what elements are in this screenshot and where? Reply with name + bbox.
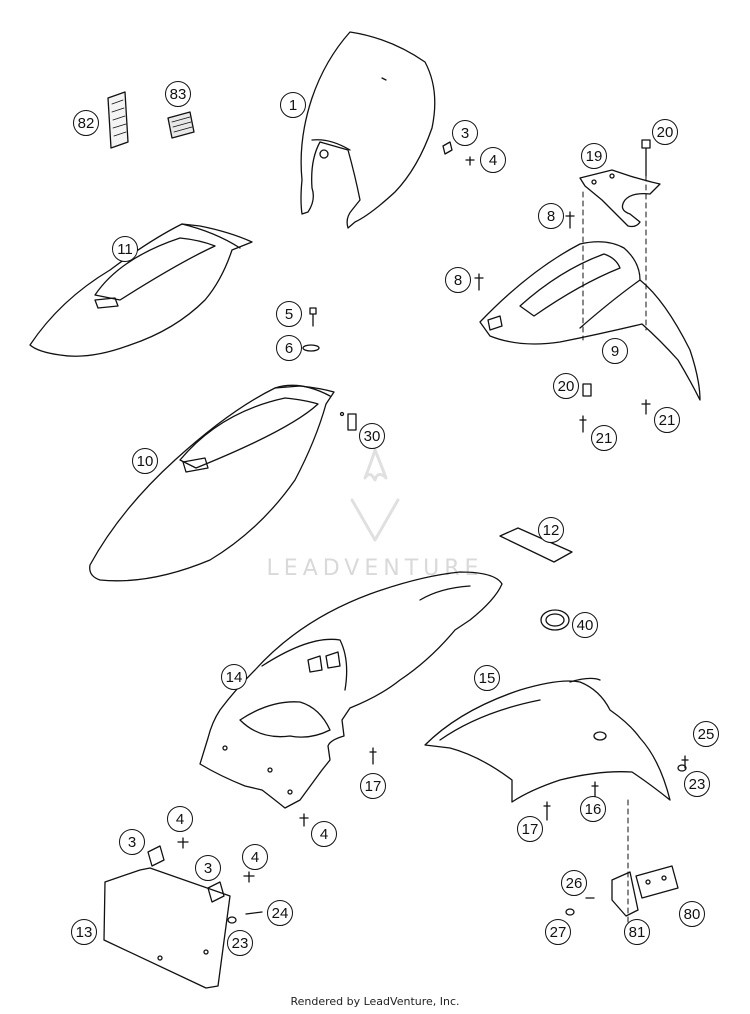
part-23-nut-a [677, 764, 687, 772]
part-80-reflector [635, 865, 679, 899]
callout-20: 20 [652, 119, 678, 145]
callout-6: 6 [276, 335, 302, 361]
part-8-screw-b [474, 273, 484, 291]
callout-1: 1 [280, 92, 306, 118]
callout-81: 81 [624, 919, 650, 945]
callout-10: 10 [132, 448, 158, 474]
callout-23: 23 [227, 930, 253, 956]
callout-21: 21 [591, 425, 617, 451]
callout-19: 19 [581, 143, 607, 169]
callout-25: 25 [693, 721, 719, 747]
part-1-headlight-mask [300, 31, 436, 229]
part-4-screw-d [243, 871, 255, 883]
callout-5: 5 [276, 301, 302, 327]
part-4-screw-b [299, 813, 309, 827]
callout-83: 83 [165, 81, 191, 107]
part-8-screw-a [565, 211, 575, 229]
part-81-bracket [611, 871, 639, 917]
callout-13: 13 [71, 919, 97, 945]
part-11-side-panel [29, 223, 253, 357]
callout-40: 40 [572, 612, 598, 638]
part-16-screw [591, 781, 599, 799]
part-5-screw [309, 307, 317, 327]
part-23-nut-b [227, 916, 237, 924]
callout-3: 3 [119, 829, 145, 855]
part-9-front-fender [479, 241, 701, 401]
callout-8: 8 [538, 203, 564, 229]
callout-20: 20 [553, 373, 579, 399]
part-6-washer [302, 344, 320, 352]
part-19-bracket [579, 169, 661, 228]
callout-3: 3 [195, 855, 221, 881]
part-17-screw-b [543, 801, 551, 821]
callout-3: 3 [452, 120, 478, 146]
part-21-screw-a [579, 415, 587, 433]
callout-4: 4 [311, 821, 337, 847]
callout-15: 15 [474, 665, 500, 691]
part-10-rear-fender [89, 384, 335, 582]
part-21-screw-b [641, 399, 651, 415]
footer-credit: Rendered by LeadVenture, Inc. [290, 995, 460, 1008]
callout-11: 11 [112, 236, 138, 262]
callout-80: 80 [679, 901, 705, 927]
callout-4: 4 [480, 147, 506, 173]
callout-23: 23 [684, 771, 710, 797]
part-3-clip-top [442, 141, 453, 155]
part-3-clip-c [207, 881, 225, 903]
part-20-screw-bottom [582, 383, 592, 397]
part-82-reflector [107, 91, 129, 149]
callout-26: 26 [561, 870, 587, 896]
callout-82: 82 [73, 110, 99, 136]
callout-4: 4 [242, 844, 268, 870]
part-13-plate-holder [103, 867, 231, 989]
callout-27: 27 [545, 919, 571, 945]
part-12-pad [499, 527, 573, 563]
part-4-screw-top [465, 156, 475, 166]
callout-4: 4 [167, 806, 193, 832]
callout-8: 8 [445, 267, 471, 293]
callout-12: 12 [538, 517, 564, 543]
part-27-nut [565, 908, 575, 916]
callout-17: 17 [360, 773, 386, 799]
callout-14: 14 [221, 664, 247, 690]
callout-30: 30 [359, 423, 385, 449]
part-40-grommet [540, 609, 570, 631]
callout-16: 16 [580, 796, 606, 822]
part-83-reflector [167, 111, 195, 139]
part-30-spacer [339, 411, 357, 431]
guide-lines [582, 175, 647, 941]
callout-24: 24 [267, 900, 293, 926]
part-15-front-fender [424, 677, 671, 803]
part-24-screw [245, 911, 263, 915]
watermark-emblem [350, 448, 400, 542]
part-20-screw [641, 139, 651, 177]
part-4-screw-c [177, 837, 189, 849]
part-17-screw-a [369, 747, 377, 765]
part-3-clip-b [147, 845, 165, 867]
part-14-rear-fender [199, 571, 503, 809]
callout-9: 9 [602, 338, 628, 364]
callout-21: 21 [654, 407, 680, 433]
watermark-text: LEADVENTURE [266, 556, 484, 581]
callout-17: 17 [517, 816, 543, 842]
